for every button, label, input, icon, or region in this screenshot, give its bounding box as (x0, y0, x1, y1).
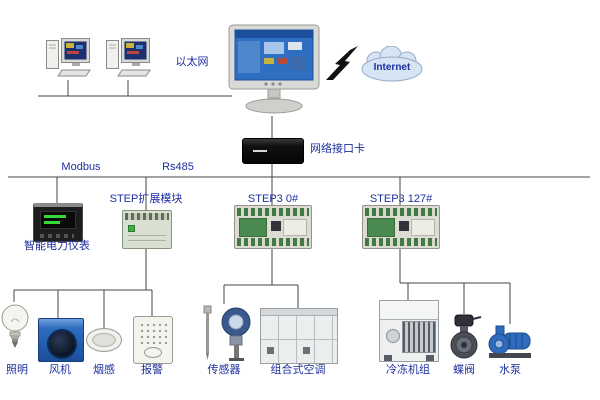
meter-display (40, 211, 76, 229)
sensor-label: 传感器 (207, 364, 241, 376)
fan-inlet (47, 329, 77, 359)
butterfly-valve-icon (450, 314, 482, 359)
nic-label: 网络接口卡 (310, 143, 365, 155)
network-interface-card-icon (242, 138, 304, 164)
internet-cloud-icon (361, 46, 423, 82)
lighting-label: 照明 (6, 364, 28, 376)
step3-0-label: STEP3 0# (247, 193, 299, 205)
fieldbus-lines (8, 176, 590, 210)
internet-label: Internet (373, 62, 411, 73)
lighting-bulb-icon (1, 304, 29, 348)
nic-slot (253, 150, 267, 152)
step3-127-label: STEP3 127# (369, 193, 433, 205)
step3-0-controller-icon (234, 205, 312, 249)
power-meter-icon (33, 203, 83, 242)
chiller-coil (402, 321, 436, 353)
ethernet-segment-lines (38, 80, 273, 177)
alarm-speaker-grill (139, 322, 167, 344)
smoke-detector-label: 烟感 (93, 364, 115, 376)
workstation-pc-icon (106, 38, 151, 77)
fan-icon (38, 318, 84, 362)
step-expansion-module-icon (122, 210, 172, 249)
butterfly-valve-label: 蝶阀 (453, 364, 475, 376)
step3-127-controller-icon (362, 205, 440, 249)
air-handling-unit-icon (260, 308, 338, 364)
alarm-label: 报警 (141, 364, 163, 376)
lightning-bolt-icon (326, 46, 358, 80)
sensor-icon (203, 305, 251, 361)
ethernet-label: 以太网 (175, 56, 209, 68)
workstation-pc-icon (46, 38, 91, 77)
alarm-panel-icon (133, 316, 173, 364)
chiller-label: 冷冻机组 (386, 364, 430, 376)
central-monitor-icon (228, 24, 320, 114)
smoke-detector-icon (86, 328, 122, 352)
fan-label: 风机 (49, 364, 71, 376)
step-module-label: STEP扩展模块 (109, 193, 183, 205)
ahu-label: 组合式空调 (270, 364, 326, 376)
io-branch-lines (13, 247, 511, 328)
rs485-label: Rs485 (162, 161, 194, 173)
power-meter-label: 智能电力仪表 (24, 240, 90, 252)
water-pump-icon (488, 325, 531, 358)
water-pump-label: 水泵 (499, 364, 521, 376)
alarm-button (144, 347, 162, 358)
chiller-unit-icon (379, 300, 439, 362)
modbus-label: Modbus (61, 161, 101, 173)
